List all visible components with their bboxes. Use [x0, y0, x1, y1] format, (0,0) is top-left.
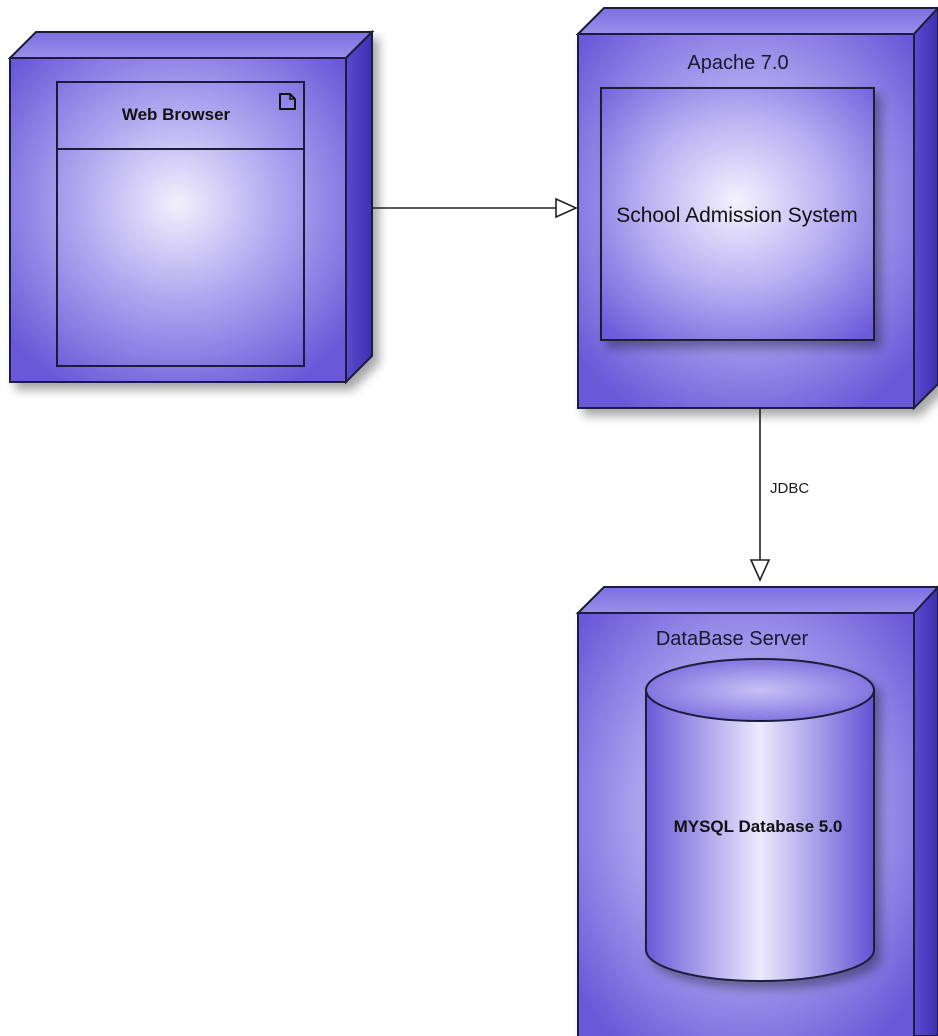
school-admission-component[interactable]: School Admission System: [600, 87, 875, 341]
apache-node-top: [575, 7, 938, 35]
web-browser-node-side: [345, 29, 373, 385]
mysql-database-body: [645, 690, 875, 982]
school-admission-component-box: [600, 87, 875, 341]
connector-browser-to-apache[interactable]: [372, 197, 578, 219]
mysql-database-label: MYSQL Database 5.0: [674, 817, 843, 836]
mysql-database-top: [645, 658, 875, 722]
web-browser-label: Web Browser: [122, 105, 231, 124]
document-icon: [279, 93, 296, 110]
school-admission-component-label: School Admission System: [616, 204, 858, 227]
jdbc-label: JDBC: [770, 480, 809, 497]
web-browser-node[interactable]: [7, 29, 375, 385]
arrowhead-icon: [749, 559, 771, 582]
mysql-database[interactable]: [645, 658, 875, 982]
database-server-node-label: DataBase Server: [656, 628, 809, 650]
apache-node-label: Apache 7.0: [687, 52, 788, 74]
web-browser-node-top: [7, 31, 375, 59]
web-browser-artifact-box: [56, 81, 305, 367]
database-server-node-side: [913, 585, 938, 1036]
web-browser-node-face: [9, 57, 347, 383]
arrowhead-icon: [555, 197, 578, 219]
connector-apache-to-database[interactable]: JDBC: [749, 408, 809, 582]
database-server-node-top: [575, 586, 938, 614]
apache-node-side: [913, 6, 938, 411]
web-browser-artifact[interactable]: Web Browser: [56, 81, 305, 367]
